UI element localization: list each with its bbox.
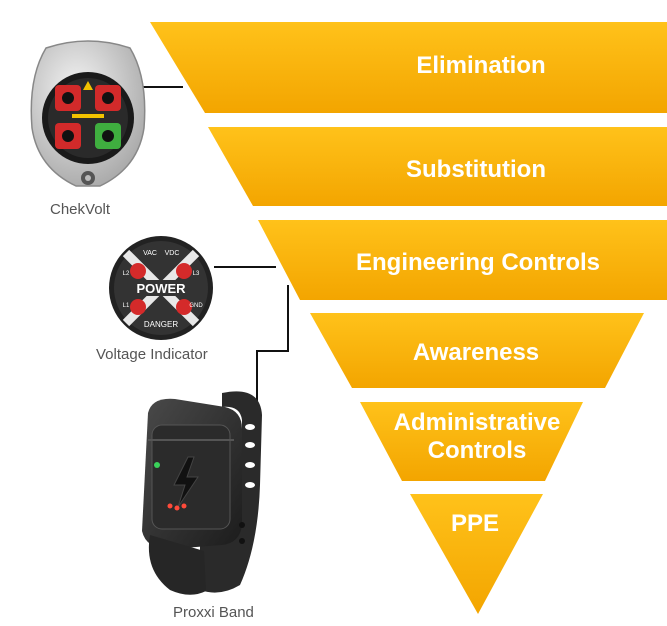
voltage-indicator-vac-text: VAC: [143, 250, 157, 257]
tier-engineering-label: Engineering Controls: [355, 249, 601, 276]
voltage-indicator-l1-text: L1: [123, 303, 130, 309]
voltage-indicator-l3-text: L3: [193, 271, 200, 277]
voltage-indicator-caption: Voltage Indicator: [96, 346, 208, 363]
chekvolt-device-icon: [30, 40, 146, 187]
tier-substitution-band: [208, 127, 667, 206]
tier-awareness-label: Awareness: [412, 339, 540, 366]
chekvolt-caption: ChekVolt: [50, 201, 111, 218]
voltage-indicator-vdc-text: VDC: [165, 250, 180, 257]
tier-engineering-band: [258, 220, 667, 300]
tier-elimination-band: [150, 22, 667, 113]
proxxi-band-icon: [142, 391, 262, 595]
voltage-indicator-danger-text: DANGER: [144, 320, 178, 329]
proxxi-band-connector: [256, 285, 289, 418]
tier-elimination-label: Elimination: [416, 52, 546, 79]
voltage-indicator-gnd-text: GND: [189, 303, 203, 309]
tier-administrative-band: [360, 402, 583, 481]
tier-ppe-band: [410, 494, 543, 614]
tier-substitution-label: Substitution: [406, 156, 546, 183]
tier-awareness-band: [310, 313, 644, 388]
voltage-indicator-l2-text: L2: [123, 271, 130, 277]
proxxi-band-caption: Proxxi Band: [173, 604, 254, 621]
voltage-indicator-icon: POWER VAC VDC L2 L3 L1 GND DANGER: [109, 236, 213, 340]
tier-ppe-label: PPE: [450, 510, 500, 537]
voltage-indicator-power-text: POWER: [136, 281, 186, 296]
tier-administrative-label: Administrative Controls: [393, 409, 561, 464]
